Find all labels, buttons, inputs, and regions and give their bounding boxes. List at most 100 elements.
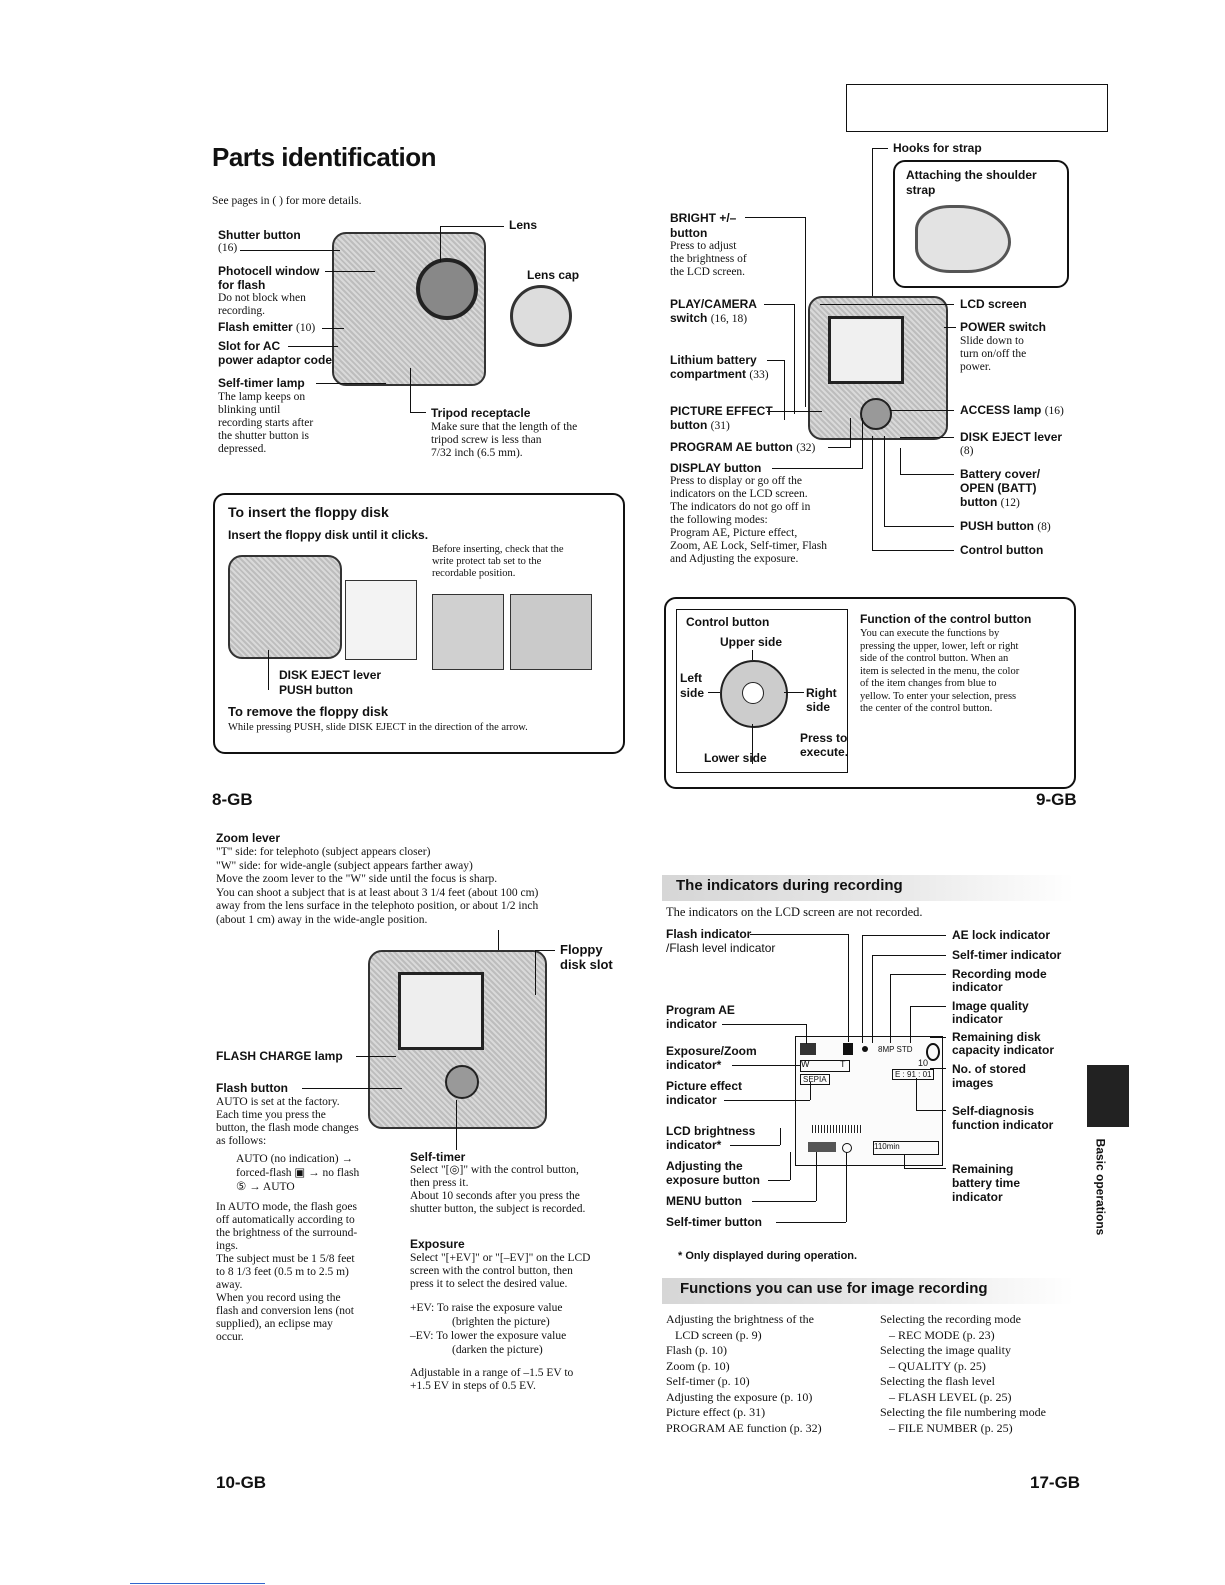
header-box: [846, 84, 1108, 132]
function-title: Function of the control button: [860, 612, 1032, 626]
ae-lock-icon: [862, 1046, 868, 1052]
remaining-disk-label-2: capacity indicator: [952, 1043, 1055, 1057]
disk-eject-lever-label: DISK EJECT lever: [960, 430, 1063, 444]
list-item: Self-timer (p. 10): [666, 1374, 750, 1388]
flash-button-desc: AUTO is set at the factory.Each time you…: [216, 1096, 359, 1148]
list-item: Zoom (p. 10): [666, 1358, 730, 1373]
text-line: pressing the upper, lower, left or right: [860, 640, 1019, 652]
open-batt-label: OPEN (BATT): [960, 481, 1037, 495]
page-number-9: 9-GB: [1036, 790, 1077, 809]
flash-button-label: Flash button: [216, 1081, 288, 1095]
adjusting-exposure-icon: [808, 1142, 836, 1152]
remaining-batt-label: Remaining: [952, 1162, 1014, 1176]
indicators-title-bar: [662, 875, 1074, 901]
zoom-lever-label: Zoom lever: [216, 831, 281, 845]
photocell-desc-1: Do not block when: [218, 292, 306, 304]
lcd-t: T: [840, 1059, 846, 1069]
functions-title: Functions you can use for image recordin…: [680, 1280, 988, 1297]
adjusting-label: Adjusting the: [666, 1159, 743, 1173]
program-ae-label: PROGRAM AE button (32): [670, 440, 816, 454]
flash-level-label: /Flash level indicator: [666, 941, 776, 955]
press-label: Press to: [800, 731, 848, 745]
right-side-label-2: side: [806, 700, 831, 714]
picture-effect-button-label: button (31): [670, 418, 730, 432]
indicators-note: The indicators on the LCD screen are not…: [666, 905, 923, 919]
lens-cap-label: Lens cap: [527, 268, 580, 282]
zoom-lever-desc: "T" side: for telephoto (subject appears…: [216, 846, 538, 927]
cb-title: Control button: [686, 615, 770, 629]
list-item: Adjusting the exposure (p. 10): [666, 1389, 813, 1404]
text-line: flash and conversion lens (not: [216, 1305, 354, 1317]
lcd-brightness-bar: [812, 1125, 862, 1133]
list-item: Adjusting the brightness of the: [666, 1312, 814, 1326]
lithium-label: Lithium battery: [670, 353, 757, 367]
list-item: Selecting the recording mode: [880, 1312, 1021, 1326]
remove-title: To remove the floppy disk: [228, 704, 389, 719]
lcd-screen-illustration: [828, 316, 904, 384]
flash-emitter-label: Flash emitter (10): [218, 320, 316, 334]
text-line: The indicators do not go off in: [670, 501, 811, 513]
text-line: the following modes:: [670, 514, 768, 526]
push-button-label-9: PUSH button (8): [960, 519, 1051, 533]
display-button-label: DISPLAY button: [670, 461, 762, 475]
floppy-insert-box: [213, 493, 625, 754]
left-side-label: Left: [680, 671, 702, 685]
attach-strap-label: Attaching the shoulder: [906, 168, 1037, 182]
floppy-insert-label: Insert the floppy disk until it clicks.: [228, 528, 429, 542]
text-line: blinking until: [218, 404, 281, 416]
strap-label: strap: [906, 183, 936, 197]
control-dial-center: [742, 682, 764, 704]
list-item: Flash (p. 10): [666, 1343, 727, 1357]
text-line: away from the lens surface in the teleph…: [216, 900, 539, 912]
execute-label: execute.: [800, 745, 849, 759]
text-line: press it to select the desired value.: [410, 1278, 568, 1290]
floppy-slot-label: Floppy: [560, 942, 603, 957]
text-line: Each time you press the: [216, 1109, 326, 1121]
floppy-tab-illustration: [432, 594, 504, 670]
bright-button-label: button: [670, 226, 708, 240]
control-button-box: [664, 597, 1076, 789]
list-item: – FILE NUMBER (p. 25): [880, 1420, 1013, 1435]
text-line: then press it.: [410, 1177, 469, 1189]
self-timer-ind-label: Self-timer indicator: [952, 948, 1062, 962]
no-stored-label-2: images: [952, 1076, 994, 1090]
text-line: depressed.: [218, 443, 267, 455]
text-line: "T" side: for telephoto (subject appears…: [216, 846, 431, 858]
text-line: button, the flash mode changes: [216, 1122, 359, 1134]
floppy-title: To insert the floppy disk: [228, 504, 389, 520]
self-diag-label-2: function indicator: [952, 1118, 1054, 1132]
lcd-brightness-label-2: indicator*: [666, 1138, 722, 1152]
self-diag-label: Self-diagnosis: [952, 1104, 1035, 1118]
text-line: Make sure that the length of the: [431, 421, 578, 433]
text-line: Move the zoom lever to the "W" side unti…: [216, 873, 498, 885]
play-camera-label: PLAY/CAMERA: [670, 297, 757, 311]
only-displayed-note: * Only displayed during operation.: [678, 1250, 858, 1262]
flash-mode-1: AUTO (no indication) →: [236, 1153, 354, 1165]
text-line: Adjustable in a range of –1.5 EV to: [410, 1367, 574, 1379]
list-item: – FLASH LEVEL (p. 25): [880, 1389, 1012, 1404]
text-line: supplied), an eclipse may: [216, 1318, 333, 1330]
program-ae-icon: [800, 1043, 816, 1055]
floppy-disk-illustration: [345, 580, 417, 660]
self-timer-button-label: Self-timer button: [666, 1215, 762, 1229]
adjusting-label-2: exposure button: [666, 1173, 761, 1187]
text-line: Program AE, Picture effect,: [670, 527, 798, 539]
img-quality-label-2: indicator: [952, 1012, 1003, 1026]
ev-minus: –EV: To lower the exposure value: [410, 1330, 567, 1342]
photocell-label: Photocell window: [218, 264, 320, 278]
left-side-label-2: side: [680, 686, 705, 700]
lcd-brightness-label: LCD brightness: [666, 1124, 756, 1138]
camera-top-lcd: [398, 972, 484, 1050]
battery-cover-label: Battery cover/: [960, 467, 1041, 481]
adjustable-range: Adjustable in a range of –1.5 EV to+1.5 …: [410, 1367, 573, 1393]
lens-label: Lens: [509, 218, 538, 232]
exposure-zoom-bar: [800, 1060, 850, 1072]
text-line: About 10 seconds after you press the: [410, 1190, 580, 1202]
text-line: occur.: [216, 1331, 244, 1343]
text-line: away.: [216, 1279, 243, 1291]
